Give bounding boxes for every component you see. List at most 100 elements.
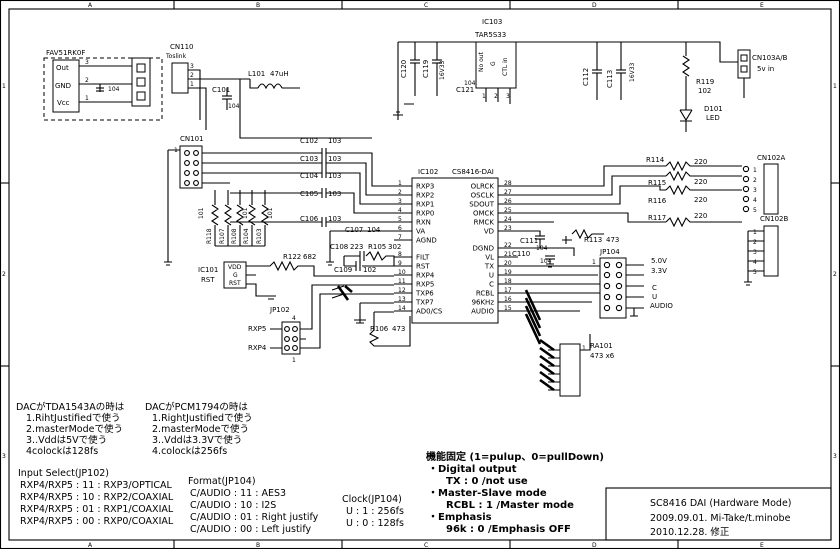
- ic103-part-label: TAR5S33: [474, 31, 506, 39]
- ic102-left-pin-name: RXP5: [416, 281, 434, 289]
- c104-label: C104: [300, 172, 319, 180]
- c106-value: 103: [328, 215, 341, 223]
- cn102a-pin3: 3: [753, 187, 757, 194]
- svg-text:3: 3: [190, 63, 194, 70]
- input-select-line2: RXP4/RXP5 : 10 : RXP2/COAXIAL: [20, 492, 174, 503]
- res-value-2: 101: [242, 207, 249, 219]
- r116-label: R116: [648, 197, 667, 205]
- ic102-right-pin-name: TX: [484, 263, 494, 271]
- input-select-notes: Input Select(JP102) RXP4/RXP5 : 11 : RXP…: [18, 468, 174, 527]
- ra101-value: 473 x6: [590, 352, 615, 360]
- jp104-audio-label: AUDIO: [650, 302, 673, 310]
- ic102-label: IC102: [418, 168, 438, 176]
- col-label-a-bottom: A: [88, 542, 93, 549]
- jp102-input-select-block: JP102 4 1 RXP5 RXP4 R106 473: [248, 284, 411, 364]
- row-label-1: 1: [2, 83, 6, 90]
- ic102-left-pin-number: 2: [398, 189, 402, 196]
- ic103-pin-noout: No out: [478, 51, 485, 72]
- ic101-sub-label: RST: [201, 276, 215, 284]
- cn101-label: CN101: [180, 135, 204, 143]
- ic102-right-pin-number: 21: [504, 251, 512, 258]
- r108-label: R108: [231, 228, 238, 244]
- c121-label: C121: [456, 86, 474, 94]
- jp104-label: JP104: [599, 248, 620, 256]
- clock-notes: Clock(JP104) U : 1 : 256fs U : 0 : 128fs: [342, 494, 404, 529]
- ic102-right-pin-number: 26: [504, 198, 512, 205]
- c119-label: C119: [422, 60, 430, 78]
- ic102-left-pin-number: 12: [398, 287, 406, 294]
- digital-supply-block: R113 473 C111 C110 104 104: [512, 221, 619, 276]
- clock-line2: U : 0 : 128fs: [346, 518, 404, 529]
- fixed-line5: ・Emphasis: [428, 512, 492, 523]
- sheet-title: SC8416 DAI (Hardware Mode): [650, 498, 792, 509]
- optical-receiver-block: FAV51RK0F Out GND Vcc 321 104: [43, 49, 163, 121]
- ic102-left-pin-name: RST: [416, 263, 430, 271]
- c109-value: 102: [363, 266, 376, 274]
- r113-value: 473: [606, 236, 619, 244]
- r119-label: R119: [696, 78, 714, 86]
- ic102-left-pin-name: RXP0: [416, 210, 434, 218]
- c105-value: 103: [328, 190, 341, 198]
- c110-value: 104: [540, 258, 552, 265]
- c111-value: 104: [536, 245, 548, 252]
- title-block: SC8416 DAI (Hardware Mode) 2009.09.01. M…: [605, 487, 832, 541]
- ic102-right-pin-number: 20: [504, 260, 512, 267]
- dac2-line4: 4.colockは256fs: [152, 446, 227, 457]
- format-line2: C/AUDIO : 10 : I2S: [190, 500, 276, 511]
- jp104-5v-label: 5.0V: [651, 257, 667, 265]
- ic102-right-pin-name: SDOUT: [469, 201, 494, 209]
- c113-label: C113: [606, 70, 614, 88]
- cn110-label: CN110: [170, 43, 194, 51]
- jp102-pin4: 4: [292, 315, 296, 322]
- c106-label: C106: [300, 215, 319, 223]
- cn102b-pin1: 1: [753, 229, 757, 236]
- ic102-right-pin-name: AUDIO: [471, 308, 494, 316]
- cn102a-pin2: 2: [753, 177, 757, 184]
- ic102-right-pin-number: 16: [504, 296, 512, 303]
- ic102-left-pin-name: RXN: [416, 219, 431, 227]
- format-notes: Format(JP104) C/AUDIO : 11 : AES3 C/AUDI…: [188, 476, 319, 535]
- fixed-line4: RCBL : 1 /Master mode: [446, 500, 574, 511]
- r117-label: R117: [648, 214, 666, 222]
- cn102a-pin5: 5: [753, 207, 757, 214]
- input-select-line4: RXP4/RXP5 : 00 : RXP0/COAXIAL: [20, 516, 174, 527]
- cn102b-pin5: 5: [753, 269, 757, 276]
- col-label-c: C: [424, 2, 428, 9]
- ic102-right-pin-number: 27: [504, 189, 512, 196]
- r106-label: R106: [370, 325, 389, 333]
- jp102-rxp4-label: RXP4: [248, 344, 267, 352]
- jp104-33v-label: 3.3V: [651, 267, 667, 275]
- r117-value: 220: [694, 212, 707, 220]
- c120-label: C120: [400, 60, 408, 78]
- r107-label: R107: [219, 228, 226, 244]
- cn102b-pin2: 2: [753, 239, 757, 246]
- l101-value: 47uH: [270, 70, 289, 78]
- row-label-2-right: 2: [833, 271, 837, 278]
- ic102-right-pin-name: VL: [485, 254, 494, 262]
- res-value-3: 101: [267, 207, 274, 219]
- c112-label: C112: [582, 68, 590, 86]
- input-capacitors: C102 103 C103 103 C104 103 C105 103 C106…: [230, 137, 394, 227]
- r122-value: 682: [303, 253, 316, 261]
- col-label-c-bottom: C: [424, 542, 428, 549]
- col-label-d: D: [592, 2, 597, 9]
- svg-text:1: 1: [190, 81, 194, 88]
- c101-label: C101: [212, 86, 230, 94]
- svg-text:1: 1: [85, 95, 89, 102]
- c107-label: C107: [345, 226, 363, 234]
- input-select-line3: RXP4/RXP5 : 01 : RXP1/COAXIAL: [20, 504, 174, 515]
- c108-value: 223: [350, 243, 363, 251]
- ic102-left-pin-name: RXP2: [416, 192, 434, 200]
- r106-value: 473: [392, 325, 405, 333]
- ic102-left-pin-number: 13: [398, 296, 406, 303]
- col-label-b-bottom: B: [256, 542, 260, 549]
- ic102-left-pin-number: 8: [398, 251, 402, 258]
- row-label-2: 2: [2, 271, 6, 278]
- ic102-left-pin-number: 14: [398, 305, 406, 312]
- cn102a-pin4: 4: [753, 197, 757, 204]
- svg-text:2: 2: [190, 72, 194, 79]
- ic102-right-pin-name: RCBL: [476, 290, 494, 298]
